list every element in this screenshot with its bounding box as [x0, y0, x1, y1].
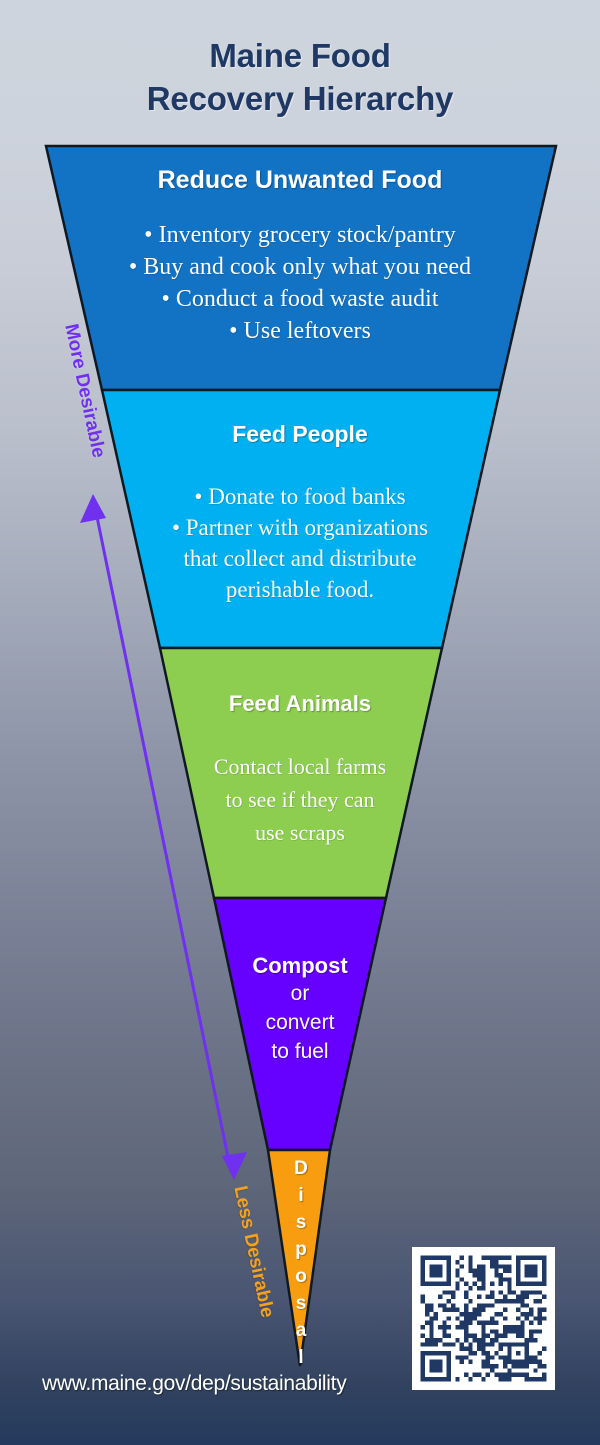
funnel-band-feed-people: [100, 388, 502, 650]
funnel-band-reduce-unwanted-food: [44, 144, 558, 392]
funnel-band-feed-animals: [158, 646, 444, 900]
funnel-band-disposal: [266, 1148, 332, 1367]
website-url[interactable]: www.maine.gov/dep/sustainability: [42, 1372, 347, 1395]
funnel-band-compost: [212, 896, 388, 1152]
less-desirable-arrow: [222, 1152, 247, 1180]
page-title: Maine Food Recovery Hierarchy: [0, 34, 600, 120]
qr-code[interactable]: [412, 1247, 555, 1390]
title-line-1: Maine Food: [209, 37, 391, 74]
more-desirable-arrow: [80, 494, 233, 1173]
title-line-2: Recovery Hierarchy: [146, 80, 454, 117]
qr-code-image: [412, 1247, 555, 1390]
